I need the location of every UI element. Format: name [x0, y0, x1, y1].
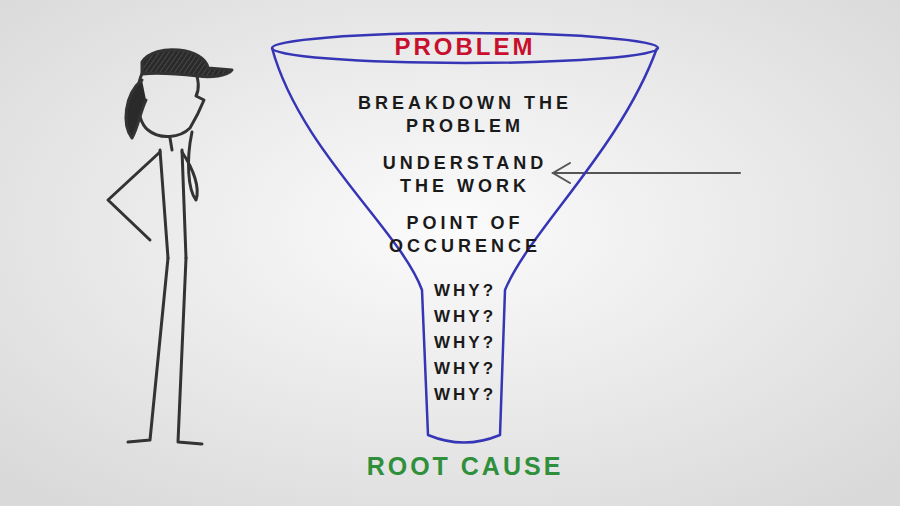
- funnel-step: BREAKDOWN THE PROBLEM: [355, 92, 575, 138]
- leg: [178, 258, 202, 444]
- funnel-heading: PROBLEM: [345, 33, 585, 61]
- ponytail: [126, 80, 146, 138]
- funnel-step: POINT OF OCCURENCE: [355, 212, 575, 258]
- pointer-head: [553, 163, 570, 183]
- funnel-step: WHY?: [395, 306, 535, 328]
- funnel-step: WHY?: [395, 280, 535, 302]
- funnel-rim: [272, 33, 658, 63]
- torso: [182, 150, 186, 258]
- funnel-step: WHY?: [395, 384, 535, 406]
- funnel-shape: PROBLEM BREAKDOWN THE PROBLEM UNDERSTAND T…: [270, 30, 660, 490]
- funnel-step: WHY?: [395, 358, 535, 380]
- torso: [160, 150, 168, 258]
- arm: [182, 132, 197, 200]
- funnel-result: ROOT CAUSE: [325, 451, 605, 481]
- stick-figure: [108, 50, 232, 444]
- leg: [128, 258, 168, 442]
- pointer-line: [553, 172, 740, 174]
- cap: [142, 50, 232, 77]
- funnel-step: UNDERSTAND THE WORK: [355, 152, 575, 198]
- arm: [108, 152, 160, 240]
- neck: [170, 138, 172, 150]
- funnel-body: [272, 48, 657, 443]
- funnel-step: WHY?: [395, 332, 535, 354]
